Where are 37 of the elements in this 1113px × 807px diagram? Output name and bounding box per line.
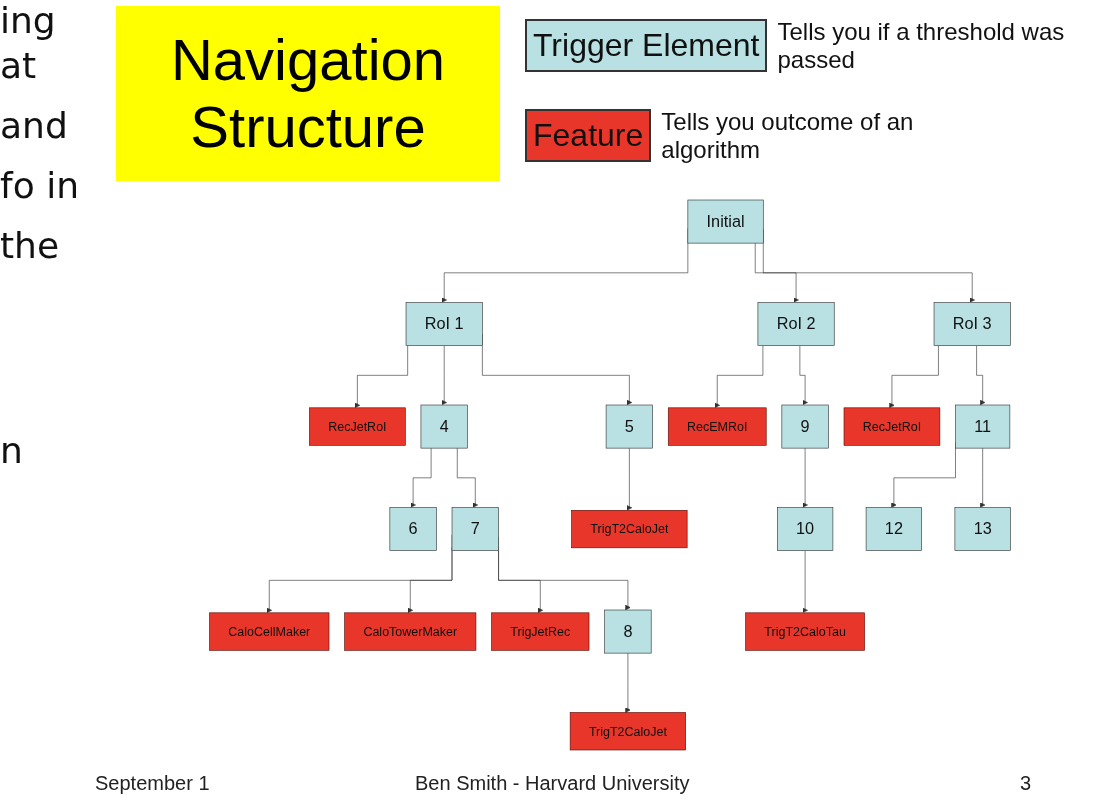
footer-author: Ben Smith - Harvard University: [415, 772, 690, 795]
cut-off-text: fo in: [0, 165, 79, 206]
node-box: 11: [955, 404, 1011, 449]
node-box: 13: [954, 507, 1011, 551]
cut-off-text: at: [0, 45, 37, 86]
node-box: RecJetRoI: [843, 407, 941, 446]
node-box: 6: [389, 507, 437, 551]
node-box: RoI 3: [933, 302, 1011, 346]
legend-description: Tells you if a threshold was passed: [777, 18, 1066, 74]
node-box: 9: [781, 404, 829, 449]
node-box: RecEMRoI: [667, 407, 767, 446]
node-box: RoI 1: [405, 302, 483, 346]
node-box: TrigT2CaloJet: [569, 712, 686, 751]
cut-off-text: the: [0, 225, 60, 266]
node-box: TrigT2CaloTau: [745, 612, 865, 651]
cut-off-text: and: [0, 105, 68, 146]
node-box: 10: [777, 507, 834, 551]
node-box: 12: [865, 507, 922, 551]
node-box: RecJetRoI: [309, 407, 406, 446]
node-box: TrigJetRec: [491, 612, 590, 651]
node-box: CaloTowerMaker: [344, 612, 477, 651]
cut-off-text: n: [0, 430, 23, 471]
node-box: 8: [604, 609, 652, 654]
legend-swatch: Feature: [525, 109, 652, 163]
node-box: RoI 2: [757, 302, 835, 346]
cut-off-text: ing: [0, 0, 56, 41]
node-box: TrigT2CaloJet: [571, 510, 688, 549]
node-box: 4: [420, 404, 468, 449]
footer-date: September 1: [95, 772, 210, 795]
node-box: 7: [451, 507, 499, 551]
node-box: Initial: [687, 199, 764, 244]
legend-swatch: Trigger Element: [525, 19, 768, 73]
legend-description: Tells you outcome of an algorithm: [661, 108, 915, 164]
page-number: 3: [1020, 772, 1032, 795]
node-box: 5: [605, 404, 653, 449]
title: Navigation Structure: [116, 6, 500, 181]
node-box: CaloCellMaker: [209, 612, 330, 651]
